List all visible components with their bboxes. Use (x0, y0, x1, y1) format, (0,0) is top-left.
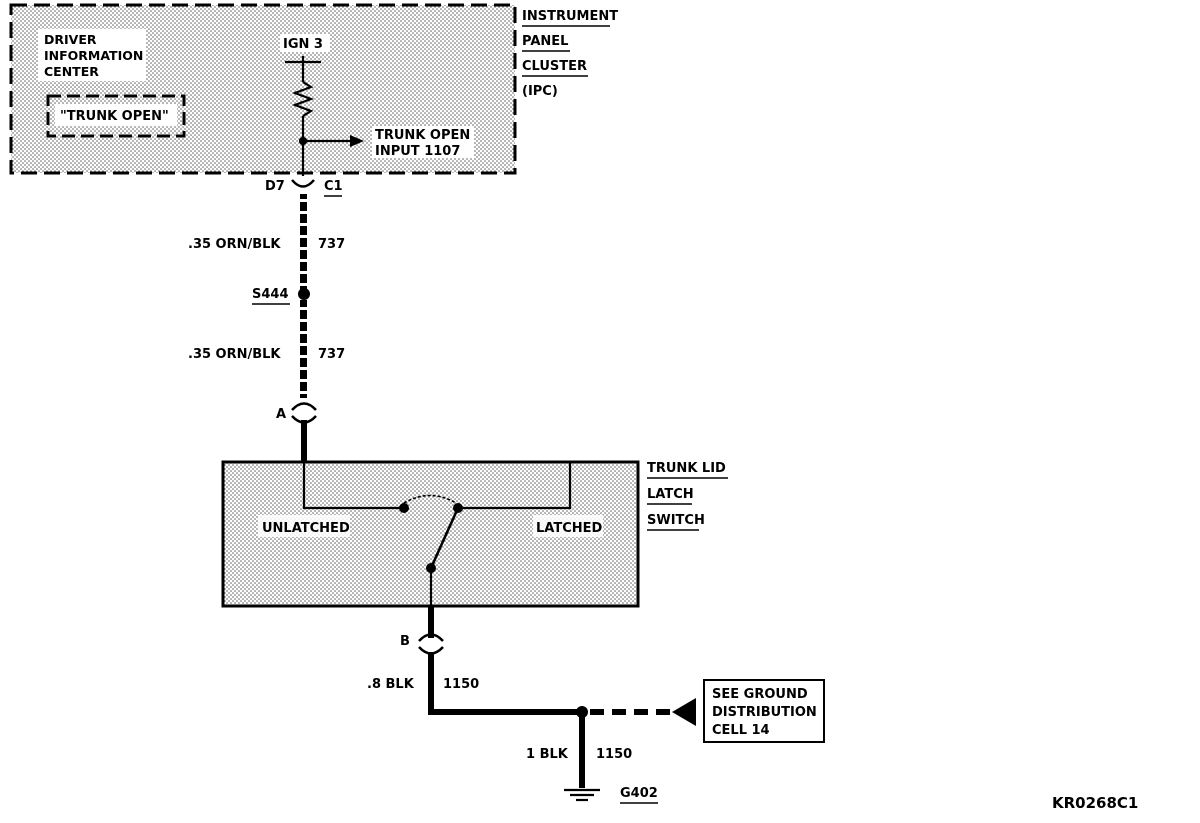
connector-pin-b: B (400, 606, 444, 655)
switch-label-line-2: LATCH (647, 487, 694, 502)
figure-id: KR0268C1 (1052, 794, 1138, 812)
wire-1150-ground-gauge-color: 1 BLK (526, 747, 569, 762)
wire-737-upper-stripe (300, 194, 307, 290)
connector-pin-b-label: B (400, 634, 410, 649)
connector-pin-a-label: A (276, 407, 286, 422)
ipc-label-line-3: CLUSTER (522, 59, 587, 74)
switch-label-line-1: TRUNK LID (647, 461, 726, 476)
input-arrow-head (350, 135, 364, 147)
reference-box-line-2: DISTRIBUTION (712, 705, 817, 720)
latched-contact-line (458, 462, 572, 510)
reference-box[interactable] (703, 679, 825, 743)
wire-1150-circuit: 1150 (443, 677, 479, 692)
wire-1150-gauge-color: .8 BLK (367, 677, 415, 692)
connector-pin-a: A (276, 402, 317, 462)
wire-737-upper-circuit: 737 (318, 237, 345, 252)
switch-label-line-3: SWITCH (647, 513, 705, 528)
reference-box-line-1: SEE GROUND (712, 687, 808, 702)
dic-label-line-1: DRIVER (44, 32, 97, 47)
dic-label-line-3: CENTER (44, 64, 99, 79)
ipc-label-line-2: PANEL (522, 34, 568, 49)
connector-c1-pin: D7 (265, 179, 285, 194)
unlatched-contact-dot (399, 503, 409, 513)
wire-1150-path (428, 652, 580, 715)
instrument-panel-cluster: DRIVER INFORMATION CENTER "TRUNK OPEN" I… (9, 3, 618, 176)
wire-737-upper: .35 ORN/BLK 737 (188, 194, 345, 290)
trunk-open-message-bg (55, 104, 177, 126)
input-label-bg (372, 126, 474, 158)
connector-pin-b-upper-arc (418, 633, 444, 642)
latched-label-bg (533, 515, 603, 537)
dic-label-line-2: INFORMATION (44, 48, 143, 63)
reference-arrow-head (672, 698, 696, 726)
trunk-open-message: "TRUNK OPEN" (60, 109, 169, 124)
ign3-label-bg (280, 34, 330, 52)
ground-distribution-reference[interactable]: SEE GROUND DISTRIBUTION CELL 14 (703, 679, 825, 743)
wire-1150: .8 BLK 1150 (367, 652, 696, 726)
dic-label-bg (38, 29, 146, 81)
wire-737-upper-gauge-color: .35 ORN/BLK (188, 237, 281, 252)
connector-c1-symbol (291, 179, 315, 188)
unlatched-contact-line (302, 462, 403, 510)
splice-s444-dot (298, 288, 310, 300)
connector-c1-name: C1 (324, 179, 343, 194)
pull-up-resistor (291, 81, 315, 117)
switch-travel-arc (403, 494, 457, 504)
ipc-label-line-1: INSTRUMENT (522, 9, 618, 24)
input-label-line-1: TRUNK OPEN (375, 128, 470, 143)
ign3-label: IGN 3 (283, 37, 323, 52)
splice-s444-name: S444 (252, 287, 289, 302)
switch-position-latched: LATCHED (536, 521, 603, 536)
ground-name: G402 (620, 786, 658, 801)
input-label-line-2: INPUT 1107 (375, 144, 460, 159)
wire-737-lower-circuit: 737 (318, 347, 345, 362)
ground-g402: 1 BLK 1150 G402 (526, 712, 658, 804)
wire-1150-ground-circuit: 1150 (596, 747, 632, 762)
reference-box-line-3: CELL 14 (712, 723, 770, 738)
connector-c1: D7 C1 (265, 179, 343, 197)
trunk-lid-latch-switch: UNLATCHED LATCHED TRUNK LID LATCH SWITCH (221, 460, 728, 608)
splice-s444: S444 (252, 287, 310, 305)
wire-737-lower-gauge-color: .35 ORN/BLK (188, 347, 281, 362)
switch-blade (429, 507, 460, 569)
wire-737-lower-stripe (300, 300, 307, 398)
ipc-label-line-4: (IPC) (522, 84, 558, 99)
wire-737-lower: .35 ORN/BLK 737 (188, 300, 345, 398)
unlatched-label-bg (258, 515, 350, 537)
switch-position-unlatched: UNLATCHED (262, 521, 350, 536)
connector-pin-a-upper-arc (291, 402, 317, 411)
